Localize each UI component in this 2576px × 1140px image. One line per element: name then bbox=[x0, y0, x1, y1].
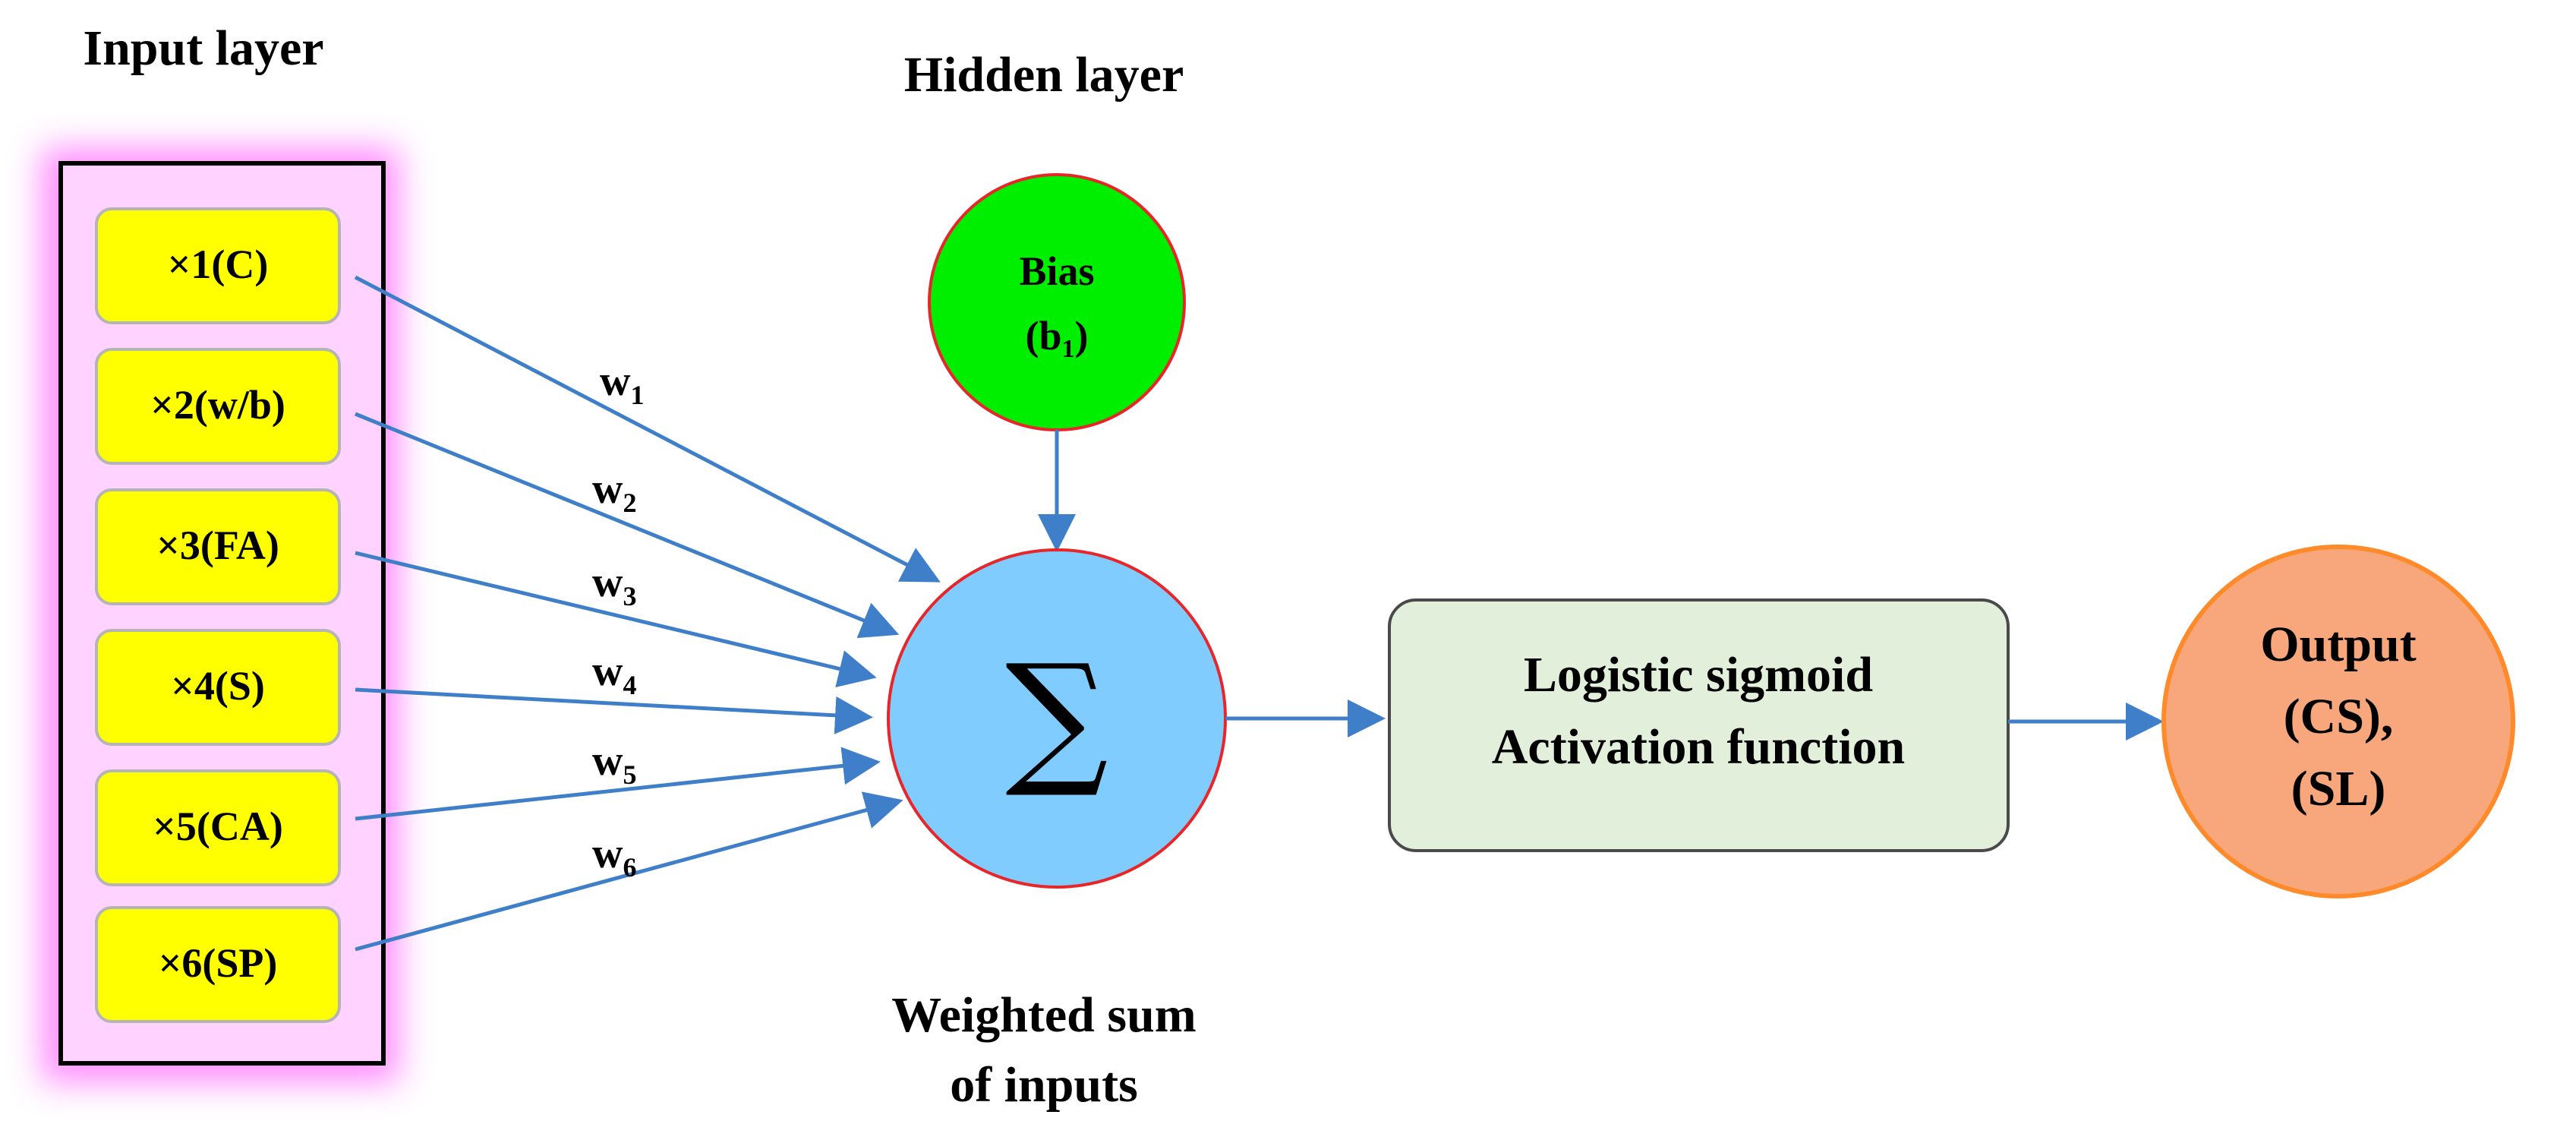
input-node-5: ×5(CA) bbox=[95, 769, 341, 886]
activation-label-line2: Activation function bbox=[1492, 719, 1906, 775]
input-node-label: ×2(w/b) bbox=[150, 382, 285, 428]
weight-label-6: w6 bbox=[592, 830, 636, 883]
weight-arrow-2 bbox=[355, 412, 900, 639]
input-node-label: ×6(SP) bbox=[159, 940, 278, 986]
input-node-6: ×6(SP) bbox=[95, 906, 341, 1023]
weight-arrow-5 bbox=[355, 747, 881, 821]
input-node-3: ×3(FA) bbox=[95, 488, 341, 605]
input-node-label: ×5(CA) bbox=[153, 804, 283, 849]
hidden-layer-title: Hidden layer bbox=[904, 47, 1184, 103]
weight-label-1: w1 bbox=[600, 358, 644, 410]
output-label-line2: (CS), bbox=[2284, 689, 2394, 744]
input-node-label: ×3(FA) bbox=[156, 523, 279, 568]
input-layer-title: Input layer bbox=[83, 21, 323, 76]
weight-label-2: w2 bbox=[592, 466, 636, 518]
weight-label-5: w5 bbox=[592, 737, 636, 790]
weight-arrow-3 bbox=[355, 551, 877, 688]
weight-arrow-6 bbox=[355, 791, 903, 952]
input-node-label: ×1(C) bbox=[168, 242, 269, 287]
output-label-line1: Output bbox=[2260, 617, 2416, 672]
weight-arrows bbox=[354, 275, 941, 952]
weighted-sum-title-line2: of inputs bbox=[950, 1057, 1138, 1113]
activation-label-line1: Logistic sigmoid bbox=[1524, 647, 1873, 703]
output-label-line3: (SL) bbox=[2291, 761, 2386, 816]
input-node-1: ×1(C) bbox=[95, 207, 341, 324]
input-boxes: ×1(C) ×2(w/b) ×3(FA) ×4(S) ×5(CA) ×6(SP) bbox=[95, 207, 341, 1023]
weight-label-4: w4 bbox=[592, 648, 636, 700]
activation-function-box: Logistic sigmoid Activation function bbox=[1388, 598, 2010, 852]
input-node-2: ×2(w/b) bbox=[95, 348, 341, 465]
bias-symbol: (b1) bbox=[1026, 313, 1089, 363]
weighted-sum-title-line1: Weighted sum bbox=[891, 987, 1197, 1043]
input-node-label: ×4(S) bbox=[171, 663, 265, 709]
bias-node: Bias (b1) bbox=[928, 173, 1186, 431]
bias-label: Bias bbox=[1019, 248, 1094, 294]
weight-label-3: w3 bbox=[592, 559, 636, 611]
summation-node: ∑ bbox=[887, 548, 1227, 889]
weight-arrow-1 bbox=[354, 275, 941, 583]
weight-labels: w1 w2 w3 w4 w5 w6 bbox=[592, 358, 644, 883]
input-node-4: ×4(S) bbox=[95, 629, 341, 746]
weight-arrow-4 bbox=[355, 687, 873, 734]
sigma-symbol: ∑ bbox=[1005, 633, 1108, 801]
output-node: Output (CS), (SL) bbox=[2161, 545, 2515, 898]
